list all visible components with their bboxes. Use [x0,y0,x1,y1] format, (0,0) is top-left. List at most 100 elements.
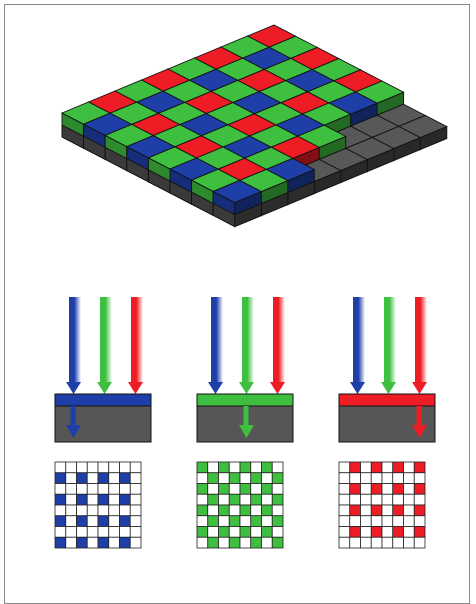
pixel-cell [371,494,382,505]
pixel-cell [197,516,208,527]
pixel-cell [55,537,66,548]
pixel-cell [109,537,120,548]
pixel-cell [404,505,415,516]
pixel-cell [339,494,350,505]
pixel-cell [382,473,393,484]
pixel-cell [272,484,283,495]
pixel-cell [240,516,251,527]
pixel-cell [414,462,425,473]
pixel-cell [240,473,251,484]
pixel-cell [350,527,361,538]
pixel-cell [404,527,415,538]
pixel-cell [77,537,88,548]
pixel-cell [219,473,230,484]
color-filter-layer [339,394,435,406]
pixel-cell [382,516,393,527]
pixel-cell [66,516,77,527]
pixel-cell [393,537,404,548]
pixel-cell [229,462,240,473]
pixel-cell [229,527,240,538]
pixel-cell [393,516,404,527]
pixel-cell [120,473,131,484]
pixel-cell [66,537,77,548]
pixel-cell [87,462,98,473]
incoming-red-light-arrow [270,297,285,394]
pixel-cell [55,505,66,516]
pixel-cell [262,505,273,516]
pixel-cell [197,484,208,495]
pixel-cell [109,462,120,473]
pixel-cell [414,505,425,516]
pixel-cell [361,527,372,538]
pixel-cell [98,505,109,516]
pixel-cell [414,516,425,527]
pixel-cell [219,484,230,495]
pixel-cell [272,473,283,484]
pixel-cell [240,484,251,495]
pixel-cell [130,505,141,516]
pixel-grid-blue [55,462,141,548]
pixel-cell [382,527,393,538]
pixel-cell [393,527,404,538]
pixel-cell [130,527,141,538]
pixel-cell [361,462,372,473]
channel-panels [55,297,435,548]
pixel-cell [55,462,66,473]
pixel-cell [240,462,251,473]
pixel-cell [130,516,141,527]
pixel-cell [371,516,382,527]
pixel-cell [371,505,382,516]
incoming-blue-light-arrow [350,297,365,394]
pixel-cell [393,473,404,484]
pixel-cell [404,473,415,484]
bayer-mosaic [62,25,447,227]
pixel-cell [361,505,372,516]
pixel-cell [382,484,393,495]
pixel-cell [240,505,251,516]
pixel-cell [55,473,66,484]
pixel-cell [130,494,141,505]
color-filter-layer [55,394,151,406]
pixel-cell [251,473,262,484]
pixel-cell [382,494,393,505]
pixel-cell [197,527,208,538]
pixel-cell [272,505,283,516]
pixel-cell [109,484,120,495]
pixel-cell [66,494,77,505]
pixel-cell [339,537,350,548]
pixel-cell [262,484,273,495]
pixel-cell [229,505,240,516]
pixel-cell [339,516,350,527]
pixel-cell [262,537,273,548]
pixel-cell [120,484,131,495]
pixel-cell [66,473,77,484]
pixel-cell [339,505,350,516]
pixel-cell [219,527,230,538]
pixel-cell [240,494,251,505]
pixel-cell [66,484,77,495]
pixel-cell [109,473,120,484]
pixel-cell [414,527,425,538]
pixel-cell [404,516,415,527]
pixel-cell [240,527,251,538]
pixel-cell [208,462,219,473]
pixel-cell [361,473,372,484]
pixel-cell [371,527,382,538]
pixel-cell [404,537,415,548]
pixel-cell [414,473,425,484]
pixel-cell [371,484,382,495]
pixel-cell [251,516,262,527]
pixel-cell [130,484,141,495]
pixel-cell [120,462,131,473]
pixel-cell [87,484,98,495]
pixel-grid-red [339,462,425,548]
pixel-cell [77,462,88,473]
pixel-cell [382,537,393,548]
pixel-cell [87,516,98,527]
pixel-cell [66,462,77,473]
bayer-filter-diagram [0,0,476,589]
channel-panel-green [197,297,293,548]
pixel-cell [98,537,109,548]
pixel-cell [109,527,120,538]
pixel-cell [98,484,109,495]
